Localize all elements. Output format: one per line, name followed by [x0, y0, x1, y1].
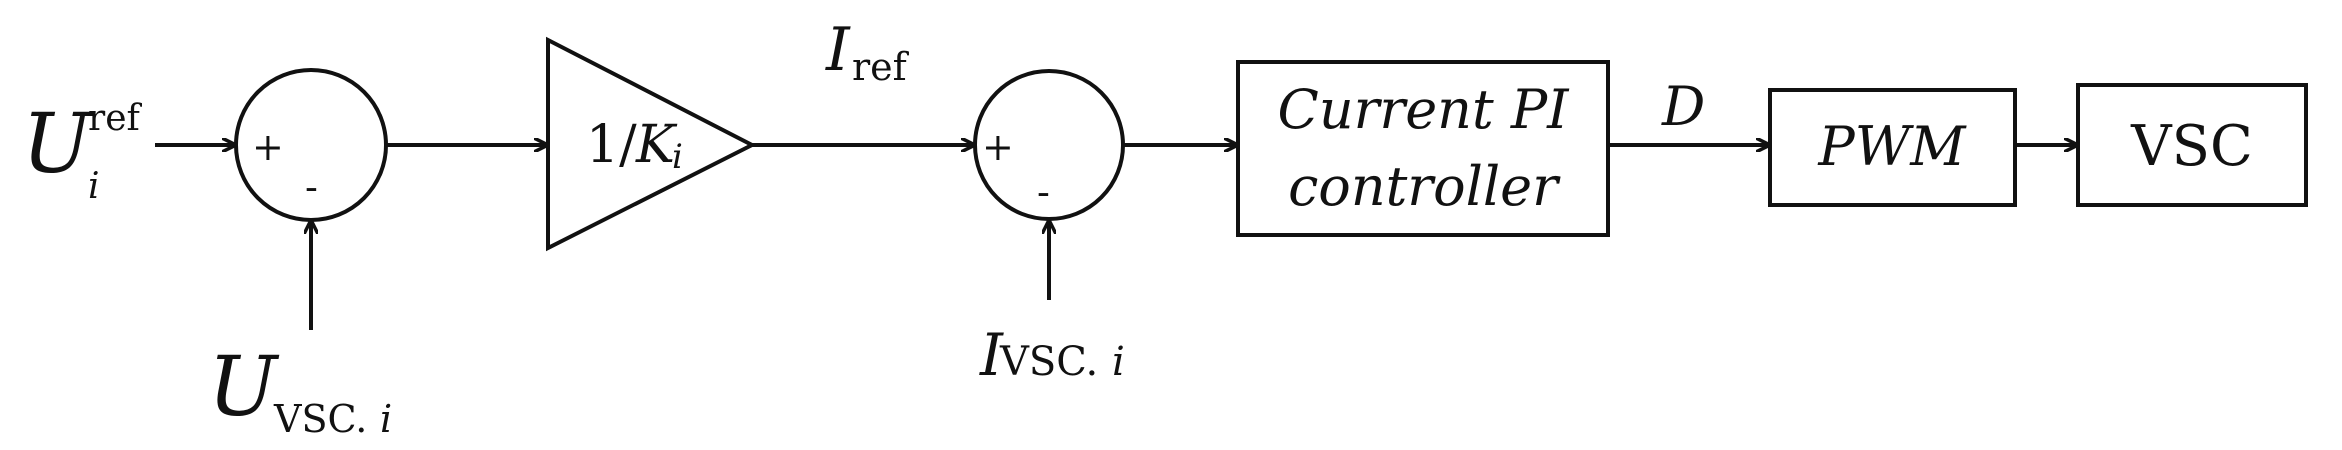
gain-label-subscript: i [672, 137, 683, 177]
duty-cycle-label: D [1661, 75, 1705, 138]
current-pi-label-line1: Current PI [1278, 78, 1571, 141]
u-vsc-feedback-label: U VSC. i [208, 340, 392, 441]
current-reference-label: I ref [825, 15, 910, 89]
current-pi-label-line2: controller [1288, 155, 1561, 218]
gain-label-k: K [635, 115, 678, 175]
iref-main: I [825, 15, 851, 85]
i-vsc-subscript-index: i [1112, 339, 1125, 385]
i-vsc-subscript: VSC. [999, 339, 1098, 385]
sum1-plus-sign: + [252, 125, 284, 169]
voltage-reference-label: U ref i [22, 97, 143, 207]
summing-junction-1: + - [234, 68, 388, 222]
i-vsc-main: I [979, 321, 1004, 389]
gain-block: 1/ K i [546, 36, 757, 252]
u-vsc-main: U [208, 340, 280, 435]
vsc-box [2076, 83, 2308, 207]
u-ref-main: U [22, 97, 94, 192]
sum2-plus-sign: + [982, 125, 1014, 169]
i-vsc-feedback-label: I VSC. i [979, 321, 1125, 389]
pwm-label: PWM [1817, 115, 1967, 178]
u-ref-superscript: ref [88, 98, 143, 139]
pwm-box [1768, 88, 2017, 207]
gain-label-prefix: 1/ [586, 115, 637, 175]
u-vsc-subscript-index: i [380, 397, 392, 441]
current-pi-box [1236, 60, 1610, 237]
pwm-block: PWM [1768, 88, 2017, 207]
vsc-label: VSC [2130, 114, 2253, 179]
u-vsc-subscript: VSC. [273, 397, 367, 441]
current-pi-controller-block: Current PI controller [1236, 60, 1610, 237]
sum2-minus-sign: - [1037, 170, 1050, 214]
iref-subscript: ref [852, 45, 910, 89]
summing-junction-2: + - [973, 69, 1125, 221]
sum1-minus-sign: - [305, 165, 318, 209]
vsc-block: VSC [2076, 83, 2308, 207]
gain-triangle [546, 36, 757, 252]
u-ref-subscript: i [88, 166, 100, 207]
